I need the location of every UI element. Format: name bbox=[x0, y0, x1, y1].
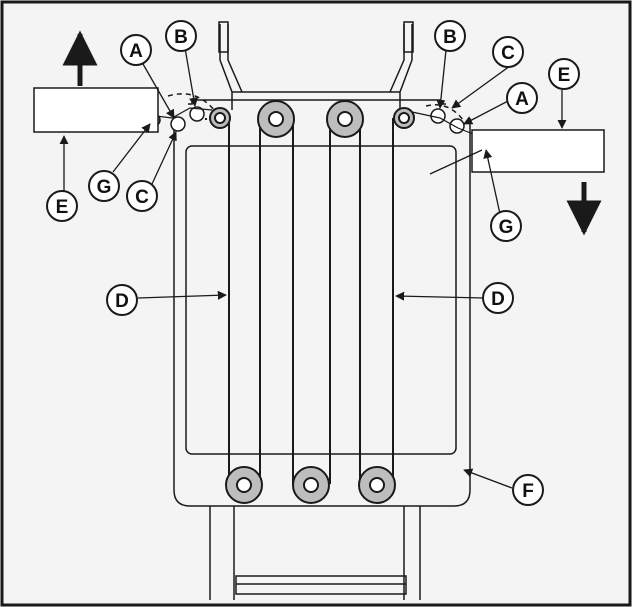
svg-text:G: G bbox=[97, 177, 112, 198]
callout-a-left: A bbox=[120, 34, 152, 66]
svg-text:A: A bbox=[129, 41, 143, 62]
callout-c-right: C bbox=[492, 36, 524, 68]
callout-c-left: C bbox=[126, 180, 158, 212]
pulley-hub bbox=[268, 111, 284, 127]
callout-b-left: B bbox=[165, 20, 197, 52]
callout-e-right: E bbox=[548, 58, 580, 90]
roller-a-left bbox=[170, 116, 186, 132]
callout-d-left: D bbox=[106, 284, 138, 316]
callout-d-right: D bbox=[482, 282, 514, 314]
callout-b-right: B bbox=[434, 20, 466, 52]
paper-sheet-right bbox=[471, 129, 605, 173]
svg-text:C: C bbox=[135, 187, 149, 208]
pulley-hub bbox=[337, 111, 353, 127]
pulley-hub bbox=[236, 477, 252, 493]
belts bbox=[205, 118, 405, 484]
callout-g-right: G bbox=[490, 210, 522, 242]
callout-a-right: A bbox=[506, 82, 538, 114]
leader-lines bbox=[59, 47, 567, 489]
bottom-pulleys bbox=[225, 466, 396, 504]
svg-text:E: E bbox=[558, 65, 571, 86]
callout-f: F bbox=[512, 474, 544, 506]
svg-text:A: A bbox=[515, 89, 529, 110]
pulley-hub bbox=[303, 477, 319, 493]
roller-a-right bbox=[449, 118, 465, 134]
svg-text:B: B bbox=[174, 27, 188, 48]
roller-b-left bbox=[189, 106, 205, 122]
svg-text:E: E bbox=[56, 197, 69, 218]
top-bracket bbox=[218, 21, 414, 110]
belt-feed-right bbox=[411, 111, 479, 137]
callout-g-left: G bbox=[88, 170, 120, 202]
callout-e-left: E bbox=[46, 190, 78, 222]
svg-text:G: G bbox=[499, 217, 514, 238]
svg-text:D: D bbox=[491, 289, 505, 310]
inner-panel bbox=[185, 145, 457, 455]
svg-text:C: C bbox=[501, 43, 515, 64]
idler-hub bbox=[398, 112, 410, 124]
belt-arc-right bbox=[425, 104, 467, 125]
svg-text:B: B bbox=[443, 27, 457, 48]
svg-text:D: D bbox=[115, 291, 129, 312]
idler-hub bbox=[214, 112, 226, 124]
bottom-bar bbox=[235, 575, 407, 595]
paper-sheet-left bbox=[33, 87, 159, 133]
top-pulleys bbox=[209, 100, 415, 138]
pulley-hub bbox=[369, 477, 385, 493]
belt-arc-left bbox=[167, 93, 215, 111]
svg-text:F: F bbox=[522, 481, 534, 502]
